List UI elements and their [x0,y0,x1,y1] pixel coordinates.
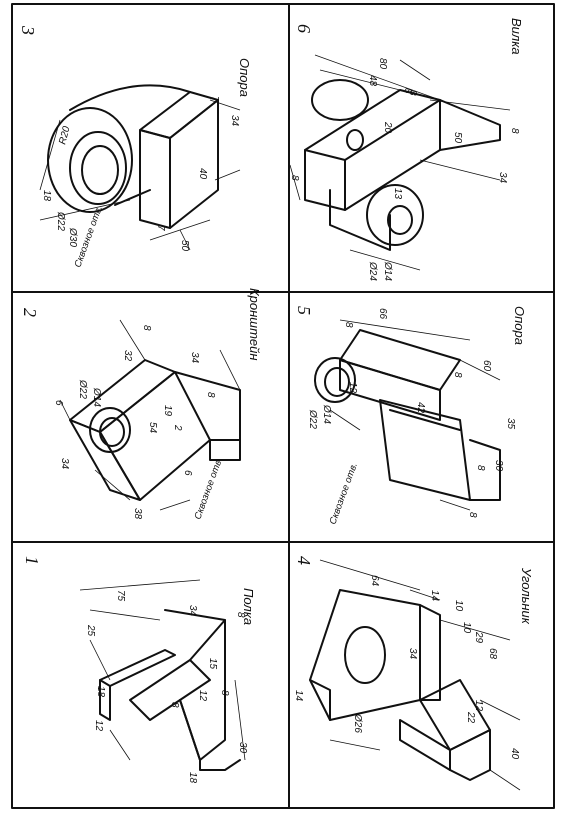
panel-4: 4 Угольник 64 14 10 10 29 68 34 Ø26 22 1… [293,556,534,791]
panel-6-dim-34: 34 [497,172,508,184]
panel-6-dim-50: 50 [452,132,463,144]
panel-1-dim-25: 25 [85,624,96,637]
panel-2-dim-6b: 6 [182,470,193,476]
panel-2-note: Сквозное отв. [192,456,225,521]
panel-1-dim-15: 15 [207,658,218,670]
panel-2-dim-2: 2 [172,424,183,431]
panel-1-dim-75: 75 [115,590,126,602]
panel-3-dim-50: 50 [179,240,190,252]
panel-5-dim-35: 35 [505,418,516,430]
panel-6-number: 6 [294,24,314,33]
panel-4-dim-14b: 14 [293,690,304,702]
panel-5-title: Опора [512,306,527,345]
panel-2-dim-8: 8 [141,325,152,331]
panel-4-dim-14a: 14 [429,590,440,602]
panel-3-dim-r20: R20 [57,125,72,146]
panel-4-part [309,559,521,791]
panel-6-dim-20: 20 [382,121,393,134]
panel-5-dim-8c: 8 [467,512,478,518]
panel-5-note: Сквозное отв. [327,461,360,526]
panel-6: 6 Вилка 80 48 8 20 50 8 34 8 Ø14 Ø24 13 … [289,18,524,281]
panel-5-dim-12: 12 [347,382,358,394]
panel-4-dim-22: 22 [465,711,476,724]
panel-6-dim-48: 48 [367,75,378,87]
panel-5-dim-30: 30 [493,460,504,472]
panel-4-dim-68: 68 [487,648,498,660]
panel-1-dim-18b: 18 [187,772,198,784]
panel-1: 1 Полка 75 34 25 12 18 8 8 8 30 18 15 12 [22,556,256,784]
panel-5-part [314,319,501,511]
panel-1-dim-8c: 8 [219,690,230,696]
panel-6-dim-8d: 8 [407,90,418,96]
panel-6-title: Вилка [509,18,524,55]
panel-6-dim-d24: Ø24 [367,261,378,281]
panel-5: 5 Опора Сквозное отв. 66 8 Ø22 Ø14 12 42… [294,306,527,526]
panel-1-dim-8a: 8 [235,612,246,618]
panel-1-dim-12a: 12 [93,720,104,732]
panel-3-part [39,84,241,251]
panel-3: 3 Опора Сквозное отв. R20 18 Ø22 Ø30 40 … [18,25,252,269]
panel-4-title: Угольник [519,567,534,625]
panel-4-dim-64: 64 [369,575,380,587]
panel-1-dim-30: 30 [237,742,248,754]
panel-4-number: 4 [294,556,314,565]
panel-1-dim-8b: 8 [169,702,180,708]
panel-4-dim-29: 29 [473,631,484,644]
panel-6-dim-8c: 8 [289,175,300,181]
panel-3-dim-d22: Ø22 [55,211,66,231]
outer-frame [11,3,555,809]
panel-3-dim-7a: 7 [209,96,220,102]
panel-1-part [79,579,246,771]
panel-2: 2 Кронштейн Сквозное отв. 32 8 34 Ø22 Ø1… [20,288,262,521]
panel-1-dim-34: 34 [187,605,198,617]
panel-2-dim-d14: Ø14 [91,387,102,407]
panel-5-dim-42: 42 [415,402,426,414]
panel-2-dim-8b: 8 [205,392,216,398]
panel-3-dim-d30: Ø30 [67,227,78,247]
panel-4-dim-12: 12 [473,700,484,712]
panel-3-dim-7b: 7 [155,225,166,231]
panel-2-dim-54: 54 [147,422,158,434]
panel-6-dim-13: 13 [392,188,403,200]
panel-5-dim-8b: 8 [475,465,486,471]
panel-2-dim-6a: 6 [53,400,64,406]
panel-5-number: 5 [294,306,314,315]
panel-2-dim-19: 19 [162,405,173,417]
panel-4-dim-d26: Ø26 [352,713,363,733]
panel-5-dim-8d: 8 [452,372,463,378]
panel-5-dim-66: 66 [377,308,388,320]
panel-4-dim-10b: 10 [461,622,472,634]
panel-2-dim-d22: Ø22 [77,379,88,399]
panel-2-title: Кронштейн [247,288,262,361]
panel-5-dim-d14: Ø14 [321,404,332,424]
panel-2-dim-34: 34 [189,352,200,364]
panel-1-title: Полка [241,588,256,625]
panel-2-part [59,319,241,511]
panel-5-dim-d22: Ø22 [307,409,318,429]
panel-4-dim-10a: 10 [453,600,464,612]
panel-6-part [289,54,511,271]
panel-4-dim-34: 34 [407,648,418,660]
panel-1-number: 1 [22,556,42,565]
panel-6-dim-80: 80 [377,58,388,70]
panel-2-number: 2 [20,308,40,317]
panel-1-dim-18a: 18 [95,686,106,698]
panel-1-dim-12b: 12 [197,690,208,702]
panel-6-dim-8b: 8 [509,128,520,134]
panel-6-dim-8a: 8 [402,88,413,94]
panel-5-dim-60: 60 [481,360,492,372]
panel-3-dim-34: 34 [229,115,240,127]
panel-5-dim-8a: 8 [343,322,354,328]
panel-6-dim-d14: Ø14 [382,261,393,281]
panel-2-dim-38: 38 [132,508,143,520]
panel-3-number: 3 [18,25,38,35]
panel-4-dim-40: 40 [509,748,520,760]
panel-3-dim-40: 40 [197,168,208,180]
panel-3-title: Опора [237,58,252,97]
panel-2-dim-32: 32 [122,350,133,362]
panel-3-dim-18: 18 [41,190,52,202]
panel-2-dim-34b: 34 [59,458,70,470]
